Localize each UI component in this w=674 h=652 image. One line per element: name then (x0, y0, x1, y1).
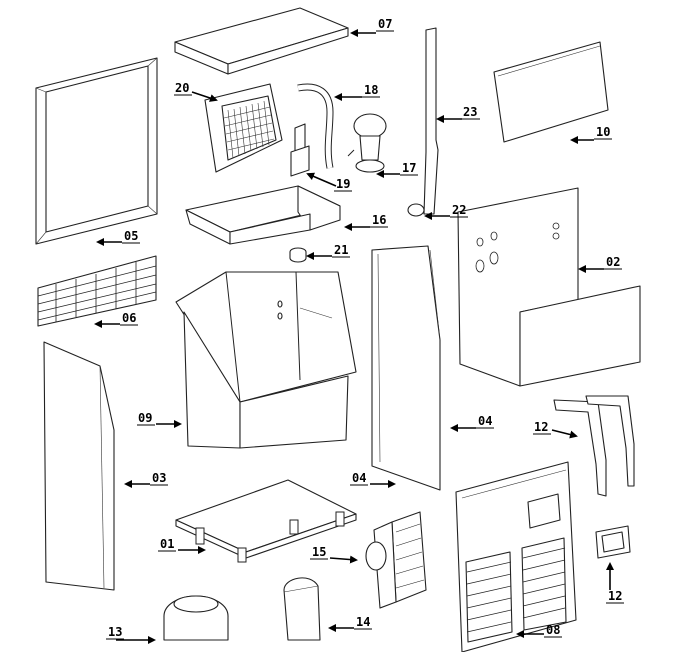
part-02-back-frame (457, 187, 641, 387)
callout-04-upper: 04 (450, 414, 494, 432)
svg-text:18: 18 (364, 83, 378, 97)
svg-text:15: 15 (312, 545, 326, 559)
part-07-top-cover (174, 7, 349, 75)
svg-text:07: 07 (378, 17, 392, 31)
part-17-pump (347, 113, 387, 173)
callout-12-window: 12 (606, 562, 624, 604)
callout-10: 10 (570, 125, 612, 144)
part-10-panel (493, 41, 609, 143)
svg-text:01: 01 (160, 537, 174, 551)
svg-text:04: 04 (352, 471, 366, 485)
callout-16: 16 (344, 213, 388, 231)
part-12-window-frame (595, 525, 631, 559)
svg-text:14: 14 (356, 615, 370, 629)
part-08-front-panel (455, 461, 577, 652)
svg-text:02: 02 (606, 255, 620, 269)
part-16-trough (185, 185, 341, 245)
svg-text:04: 04 (478, 414, 492, 428)
callout-06: 06 (94, 311, 138, 328)
svg-text:13: 13 (108, 625, 122, 639)
callout-14: 14 (328, 615, 372, 632)
callout-17: 17 (376, 161, 418, 178)
callout-15: 15 (310, 545, 358, 564)
callout-23: 23 (436, 105, 480, 123)
svg-text:22: 22 (452, 203, 466, 217)
callout-13: 13 (106, 625, 156, 644)
callout-09: 09 (137, 411, 182, 428)
callout-18: 18 (334, 83, 380, 101)
callout-12-brackets: 12 (533, 420, 578, 439)
callout-20: 20 (174, 81, 218, 102)
part-13-compressor (163, 595, 229, 641)
svg-text:12: 12 (534, 420, 548, 434)
part-01-base (175, 479, 357, 563)
svg-text:23: 23 (463, 105, 477, 119)
svg-text:17: 17 (402, 161, 416, 175)
part-06-grille (37, 255, 157, 327)
callouts: 07 20 18 23 10 17 (94, 17, 624, 644)
part-05-door-frame (35, 57, 158, 245)
svg-text:08: 08 (546, 623, 560, 637)
svg-text:19: 19 (336, 177, 350, 191)
part-09-ice-bin (175, 271, 357, 449)
svg-text:09: 09 (138, 411, 152, 425)
svg-text:05: 05 (124, 229, 138, 243)
part-12-brackets (553, 395, 635, 497)
svg-text:12: 12 (608, 589, 622, 603)
svg-text:20: 20 (175, 81, 189, 95)
part-21-cap (289, 247, 307, 263)
callout-07: 07 (350, 17, 394, 37)
svg-text:10: 10 (596, 125, 610, 139)
callout-01: 01 (158, 537, 206, 554)
callout-22: 22 (424, 203, 468, 220)
callout-04-lower: 04 (350, 471, 396, 488)
callout-21: 21 (306, 243, 350, 260)
svg-text:03: 03 (152, 471, 166, 485)
part-03-side-panel-left (43, 341, 115, 591)
part-20-evaporator (204, 83, 283, 173)
svg-text:06: 06 (122, 311, 136, 325)
part-19-sensor (290, 123, 310, 177)
part-18-hose (297, 83, 334, 169)
callout-19: 19 (306, 172, 352, 192)
callout-05: 05 (96, 229, 140, 246)
part-15-condenser (365, 511, 427, 609)
svg-text:16: 16 (372, 213, 386, 227)
callout-08: 08 (516, 623, 562, 638)
svg-text:21: 21 (334, 243, 348, 257)
part-04-side-panel-right (371, 245, 441, 491)
callout-02: 02 (578, 255, 622, 273)
callout-03: 03 (124, 471, 168, 488)
part-14-cover (283, 577, 321, 641)
part-23-drain-tube (407, 27, 439, 217)
